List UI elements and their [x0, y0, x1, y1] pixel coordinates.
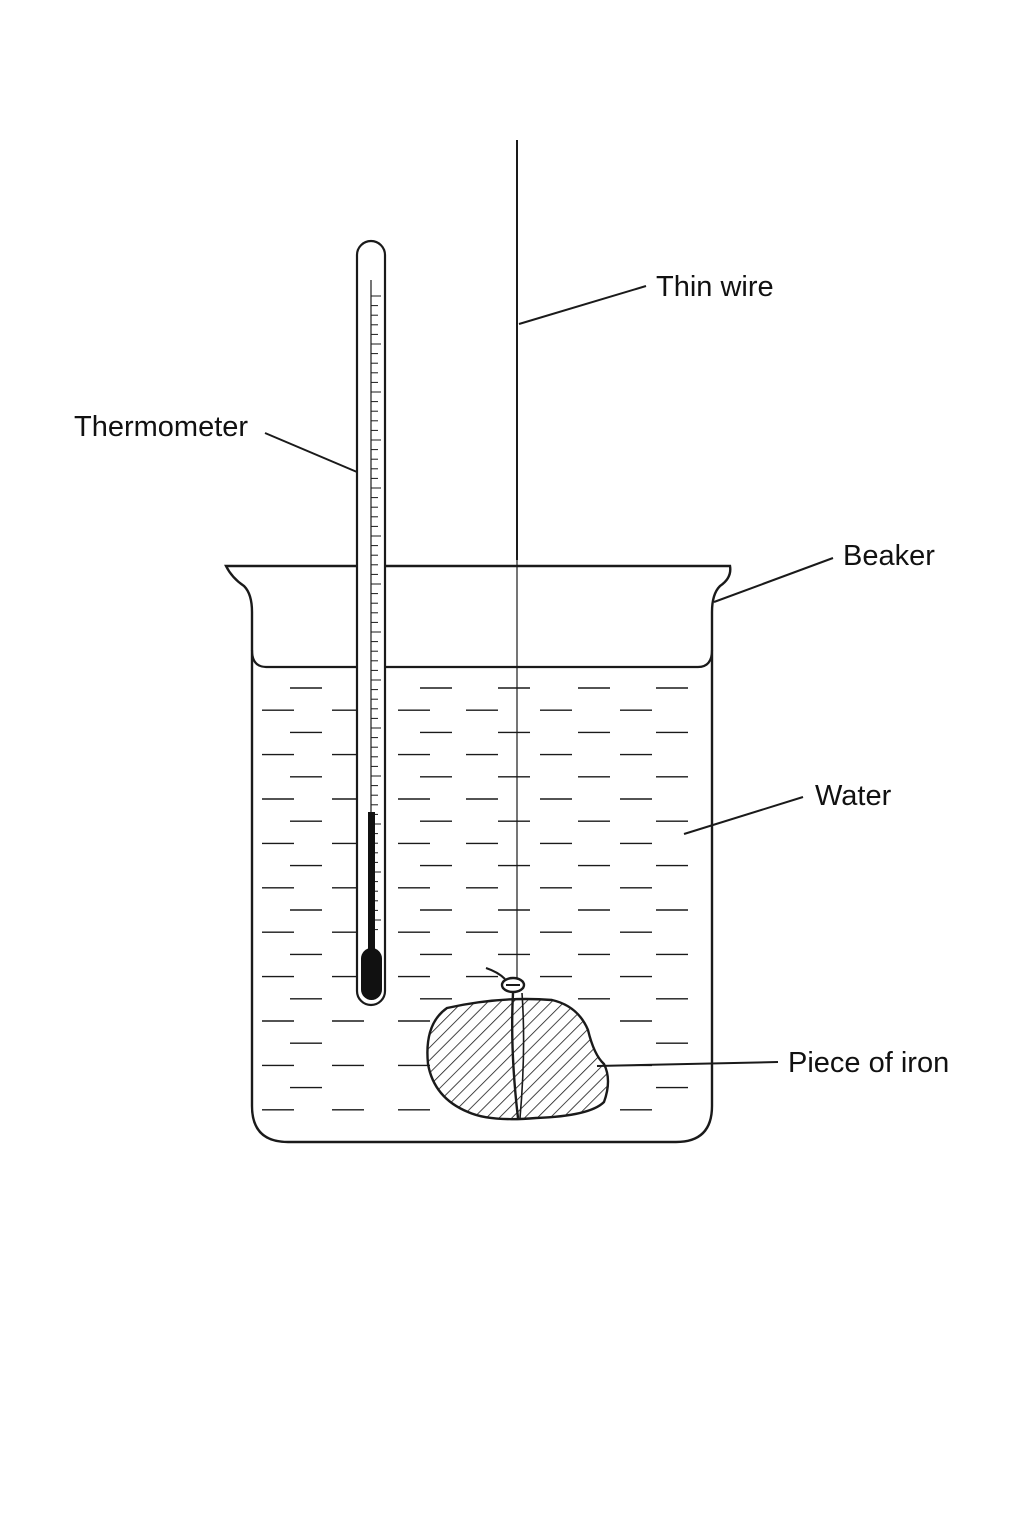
label-thin-wire: Thin wire — [656, 271, 774, 303]
label-beaker: Beaker — [843, 540, 935, 572]
label-thermometer: Thermometer — [74, 411, 248, 443]
iron-piece-shape — [426, 997, 610, 1121]
leader-water — [683, 796, 804, 835]
wire-wrap-front — [510, 992, 520, 1119]
wire-loose-end — [485, 967, 506, 980]
leader-iron — [596, 1061, 779, 1067]
leader-thermometer — [264, 432, 358, 473]
thermometer-scale — [371, 295, 381, 931]
thermometer-bulb — [361, 948, 382, 1000]
label-water: Water — [815, 780, 892, 812]
thermometer — [355, 239, 387, 1007]
thermometer-mercury-column — [368, 812, 375, 962]
water-surface-lines — [262, 687, 688, 1111]
wire-wrap-back — [519, 992, 525, 1119]
leader-lines — [264, 285, 834, 1067]
thin-wire — [485, 140, 526, 994]
water-surface — [250, 649, 714, 669]
iron-piece — [426, 992, 610, 1121]
beaker — [224, 564, 732, 1144]
leader-beaker — [713, 557, 834, 603]
beaker-outline — [224, 564, 732, 1144]
label-iron: Piece of iron — [788, 1047, 949, 1079]
leader-thin-wire — [518, 285, 647, 325]
